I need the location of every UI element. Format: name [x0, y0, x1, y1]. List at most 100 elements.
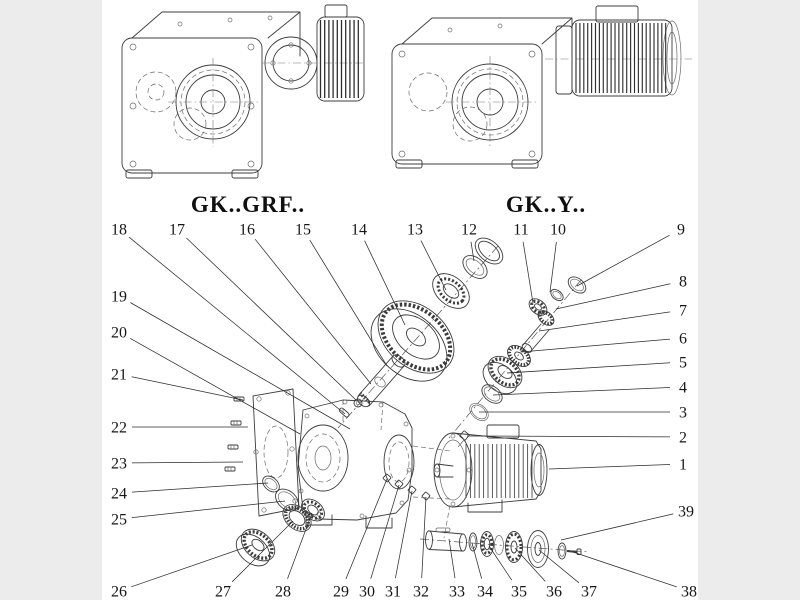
- callout-number-3: 3: [679, 405, 687, 422]
- drawing-gk-y: [391, 5, 692, 169]
- callout-number-16: 16: [239, 222, 255, 239]
- leader-line-31: [395, 490, 413, 579]
- variant-title-grf: GK..GRF..: [191, 192, 305, 217]
- leader-line-39: [560, 513, 674, 541]
- leader-line-23: [131, 461, 244, 464]
- callout-number-21: 21: [111, 367, 127, 384]
- leader-line-25: [131, 500, 286, 518]
- leader-line-21: [131, 376, 244, 401]
- callout-number-14: 14: [351, 222, 367, 239]
- exploded-view: [224, 237, 590, 568]
- leader-line-16: [254, 238, 372, 385]
- bearing-illustration-2: [301, 498, 325, 522]
- callout-number-26: 26: [111, 584, 127, 600]
- leader-line-12: [470, 241, 475, 262]
- gear-housing: [297, 398, 415, 529]
- callout-number-5: 5: [679, 355, 687, 372]
- callout-number-18: 18: [111, 222, 127, 239]
- callout-number-31: 31: [385, 584, 401, 600]
- callout-number-7: 7: [679, 303, 687, 320]
- leader-line-19: [130, 302, 351, 430]
- callout-number-6: 6: [679, 331, 687, 348]
- finned-cover-grf: [316, 4, 365, 102]
- big-gear-illustration: [377, 300, 455, 374]
- leader-line-8: [555, 283, 671, 310]
- motor-fasteners: [382, 473, 431, 501]
- leader-line-27: [231, 520, 294, 583]
- stud-bolts: [224, 396, 245, 472]
- leader-line-4: [492, 387, 671, 396]
- leader-line-34: [471, 542, 482, 579]
- leader-line-37: [538, 549, 580, 584]
- output-shaft-stack: [425, 527, 582, 568]
- callout-number-34: 34: [477, 584, 493, 600]
- motor-exploded: [382, 424, 548, 539]
- callout-number-2: 2: [679, 430, 687, 447]
- leader-line-13: [420, 240, 447, 291]
- small-gear-illustration: [240, 528, 276, 562]
- callout-number-19: 19: [111, 289, 127, 306]
- leader-line-9: [576, 234, 670, 287]
- leader-line-1: [548, 464, 671, 470]
- leader-line-36: [514, 547, 546, 582]
- input-gear-stack: [338, 237, 504, 418]
- leader-line-24: [131, 482, 269, 493]
- leader-line-11: [522, 241, 534, 304]
- callout-number-10: 10: [550, 222, 566, 239]
- cooling-fins-motor: [575, 23, 667, 93]
- leader-line-7: [538, 311, 671, 332]
- callout-number-28: 28: [275, 584, 291, 600]
- callout-number-15: 15: [295, 222, 311, 239]
- callout-number-39: 39: [678, 504, 694, 521]
- callout-number-22: 22: [111, 420, 127, 437]
- callout-number-9: 9: [677, 222, 685, 239]
- callout-number-17: 17: [169, 222, 185, 239]
- callout-number-20: 20: [111, 325, 127, 342]
- bevel-pinion-stack: [457, 276, 587, 448]
- leader-line-5: [506, 362, 671, 374]
- output-disc-illustration: [527, 530, 549, 568]
- leader-line-28: [287, 512, 313, 579]
- callout-number-27: 27: [215, 584, 231, 600]
- leader-line-35: [488, 545, 513, 581]
- callout-number-38: 38: [681, 584, 697, 600]
- leader-line-15: [309, 239, 388, 367]
- leader-line-33: [448, 538, 456, 579]
- leader-line-38: [572, 551, 677, 588]
- leader-line-14: [364, 240, 406, 326]
- leader-line-26: [131, 544, 253, 588]
- callout-number-12: 12: [461, 222, 477, 239]
- mounting-flange-plate: [224, 388, 300, 517]
- callout-number-33: 33: [449, 584, 465, 600]
- leader-line-30: [370, 484, 400, 579]
- callout-number-32: 32: [413, 584, 429, 600]
- callout-number-35: 35: [511, 584, 527, 600]
- bearing-illustration: [432, 273, 470, 309]
- callout-number-36: 36: [546, 584, 562, 600]
- bolt-illustration: [459, 430, 470, 441]
- leader-lines: [128, 234, 677, 588]
- callout-number-37: 37: [581, 584, 597, 600]
- leader-line-20: [130, 338, 301, 435]
- callout-number-25: 25: [111, 512, 127, 529]
- bearing-illustration-3: [480, 531, 494, 557]
- callout-number-30: 30: [359, 584, 375, 600]
- drawing-gk-grf: [121, 4, 366, 179]
- callout-number-24: 24: [111, 486, 127, 503]
- cooling-fins-motor-exploded: [465, 444, 533, 498]
- callout-number-23: 23: [111, 456, 127, 473]
- callout-number-8: 8: [679, 274, 687, 291]
- callout-number-13: 13: [407, 222, 423, 239]
- seal-illustration: [282, 504, 312, 532]
- leader-line-32: [421, 496, 427, 579]
- leader-line-2: [466, 435, 671, 438]
- callout-number-11: 11: [513, 222, 528, 239]
- callout-number-1: 1: [679, 457, 687, 474]
- cooling-fins-grf: [319, 20, 359, 98]
- key-illustration: [338, 407, 350, 418]
- motor-assembled: [545, 5, 692, 97]
- callout-number-4: 4: [679, 380, 687, 397]
